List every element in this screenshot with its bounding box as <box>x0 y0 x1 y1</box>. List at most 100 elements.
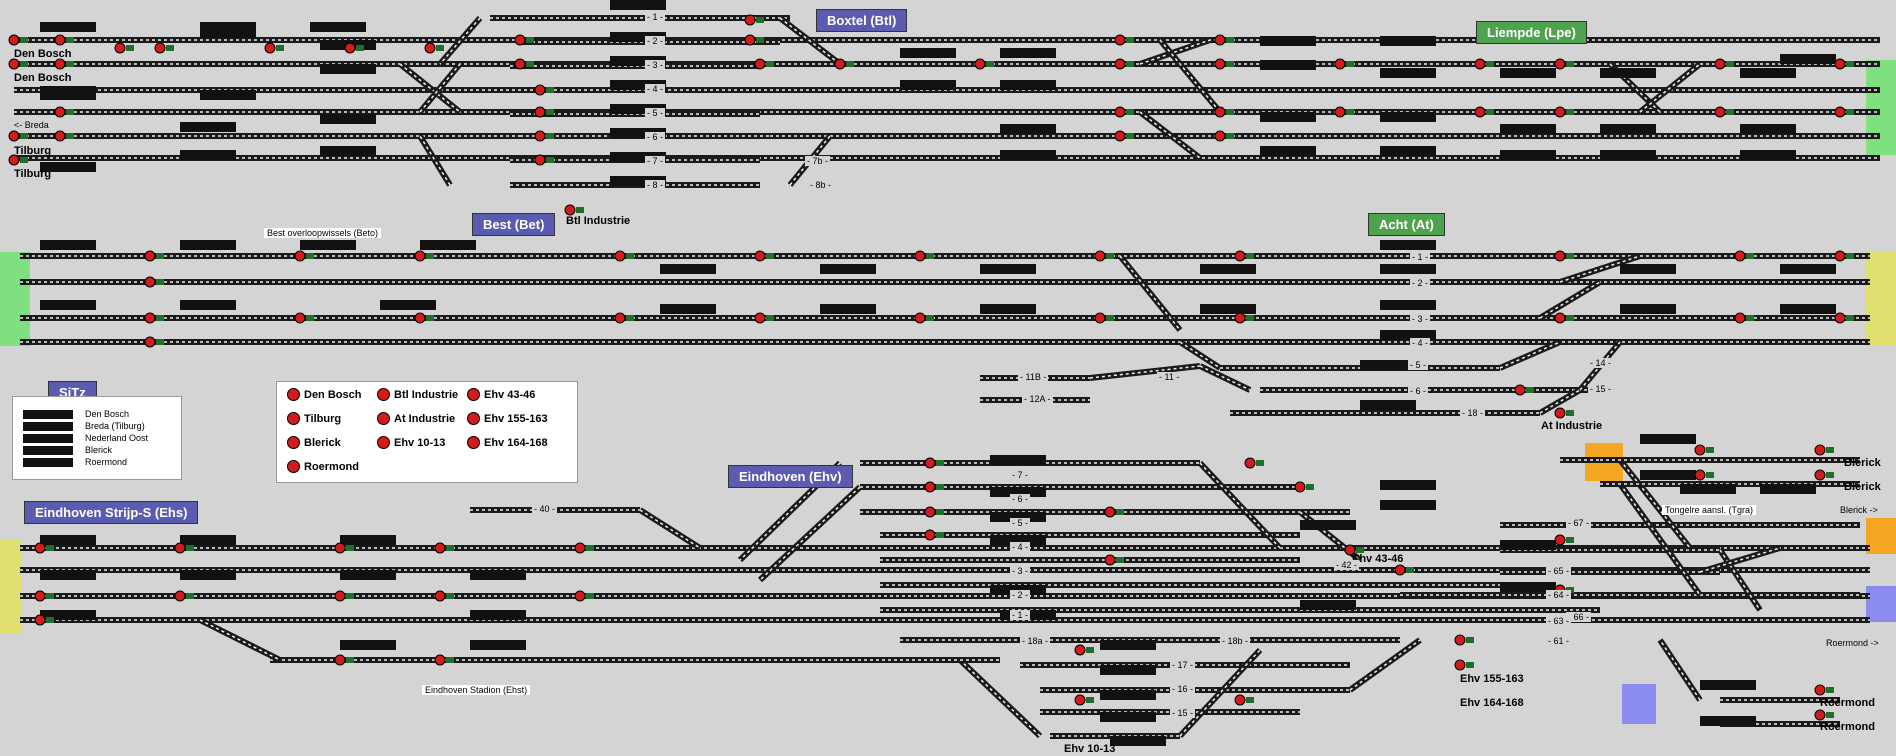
train-number-box <box>1000 124 1056 134</box>
switch-lamp-icon <box>936 460 944 466</box>
switch-lamp-icon <box>1486 61 1494 67</box>
signal-icon <box>924 506 936 518</box>
train-number-box <box>420 240 476 250</box>
legend-sitz-label: Blerick <box>85 445 113 455</box>
legend-sitz-label: Roermond <box>85 457 128 467</box>
signal-icon <box>1094 250 1106 262</box>
train-number-box <box>1200 264 1256 274</box>
switch-lamp-icon <box>546 87 554 93</box>
switch-lamp-icon <box>546 157 554 163</box>
train-number-box <box>1000 80 1056 90</box>
legend-signal-label: Btl Industrie <box>394 388 459 401</box>
endpoint-roermond-arrow: Roermond -> <box>1826 638 1879 648</box>
track-number-label: - 4 - <box>1410 338 1431 348</box>
track-number-label: - 17 - <box>1170 660 1196 670</box>
legend-signal-row: Roermond <box>287 460 359 473</box>
train-number-box <box>180 240 236 250</box>
train-number-box <box>470 610 526 620</box>
train-number-box <box>1360 400 1416 410</box>
station-strijp[interactable]: Eindhoven Strijp-S (Ehs) <box>24 501 199 524</box>
signal-icon <box>334 654 346 666</box>
track-segment-marking <box>739 462 841 561</box>
station-boxtel[interactable]: Boxtel (Btl) <box>816 9 908 32</box>
train-number-box <box>320 114 376 124</box>
signal-icon <box>1234 694 1246 706</box>
signal-icon <box>1814 709 1826 721</box>
train-number-box <box>990 535 1046 545</box>
train-number-box <box>610 80 666 90</box>
train-number-box <box>610 176 666 186</box>
switch-lamp-icon <box>46 593 54 599</box>
switch-lamp-icon <box>436 45 444 51</box>
signal-icon <box>1834 250 1846 262</box>
endpoint-ehv-10-13: Ehv 10-13 <box>1064 743 1116 755</box>
switch-lamp-icon <box>1846 61 1854 67</box>
label-tongelre: Tongelre aansl. (Tgra) <box>1662 505 1757 515</box>
switch-lamp-icon <box>156 279 164 285</box>
track-segment-marking <box>1619 459 1691 549</box>
signal-icon <box>1114 58 1126 70</box>
switch-lamp-icon <box>526 37 534 43</box>
legend-signal-row: Tilburg <box>287 412 341 425</box>
track-segment-marking <box>759 486 861 581</box>
switch-lamp-icon <box>936 484 944 490</box>
switch-lamp-icon <box>46 545 54 551</box>
switch-lamp-icon <box>1116 509 1124 515</box>
train-number-box <box>1380 330 1436 340</box>
signal-icon <box>8 34 20 46</box>
switch-lamp-icon <box>356 45 364 51</box>
track-segment-marking <box>419 63 461 113</box>
signal-icon <box>467 412 480 425</box>
train-number-box <box>40 90 96 100</box>
track-number-label: - 2 - <box>1410 278 1431 288</box>
track-segment-marking <box>959 659 1041 737</box>
track-number-label: - 3 - <box>645 60 666 70</box>
track-number-label: - 63 - <box>1546 616 1572 626</box>
signal-icon <box>8 130 20 142</box>
legend-signal-label: At Industrie <box>394 412 456 425</box>
signal-icon <box>574 590 586 602</box>
switch-lamp-icon <box>426 315 434 321</box>
legend-sitz-row: Nederland Oost <box>23 433 148 443</box>
switch-lamp-icon <box>1106 315 1114 321</box>
legend-signal-row: Btl Industrie <box>377 388 458 401</box>
signal-icon <box>1244 457 1256 469</box>
signal-icon <box>467 436 480 449</box>
signal-icon <box>1074 694 1086 706</box>
legend-signal-row: Blerick <box>287 436 341 449</box>
station-liempde[interactable]: Liempde (Lpe) <box>1476 21 1587 44</box>
switch-lamp-icon <box>446 657 454 663</box>
train-number-box <box>180 535 236 545</box>
signal-icon <box>924 529 936 541</box>
switch-lamp-icon <box>1126 133 1134 139</box>
train-number-box <box>610 128 666 138</box>
station-best[interactable]: Best (Bet) <box>472 213 556 236</box>
signal-icon <box>377 388 390 401</box>
signal-icon <box>1394 564 1406 576</box>
train-number-box <box>1000 48 1056 58</box>
train-number-box <box>610 0 666 10</box>
station-eindhoven[interactable]: Eindhoven (Ehv) <box>728 465 853 488</box>
switch-lamp-icon <box>1566 61 1574 67</box>
signal-icon <box>8 154 20 166</box>
track-number-label: - 11B - <box>1018 372 1049 382</box>
signal-icon <box>744 14 756 26</box>
legend-signal-row: Den Bosch <box>287 388 361 401</box>
legend-train-box <box>23 457 73 467</box>
track-number-label: - 6 - <box>645 132 666 142</box>
train-number-box <box>1380 480 1436 490</box>
track-number-label: - 15 - <box>1588 384 1614 394</box>
track-number-label: - 18b - <box>1220 636 1251 646</box>
switch-lamp-icon <box>846 61 854 67</box>
legend-train-box <box>23 421 73 431</box>
signal-icon <box>287 388 300 401</box>
signal-icon <box>514 34 526 46</box>
signal-icon <box>264 42 276 54</box>
signal-icon <box>34 614 46 626</box>
signal-icon <box>344 42 356 54</box>
switch-lamp-icon <box>346 593 354 599</box>
station-acht[interactable]: Acht (At) <box>1368 213 1445 236</box>
train-number-box <box>990 512 1046 522</box>
signal-icon <box>754 312 766 324</box>
switch-lamp-icon <box>20 61 28 67</box>
